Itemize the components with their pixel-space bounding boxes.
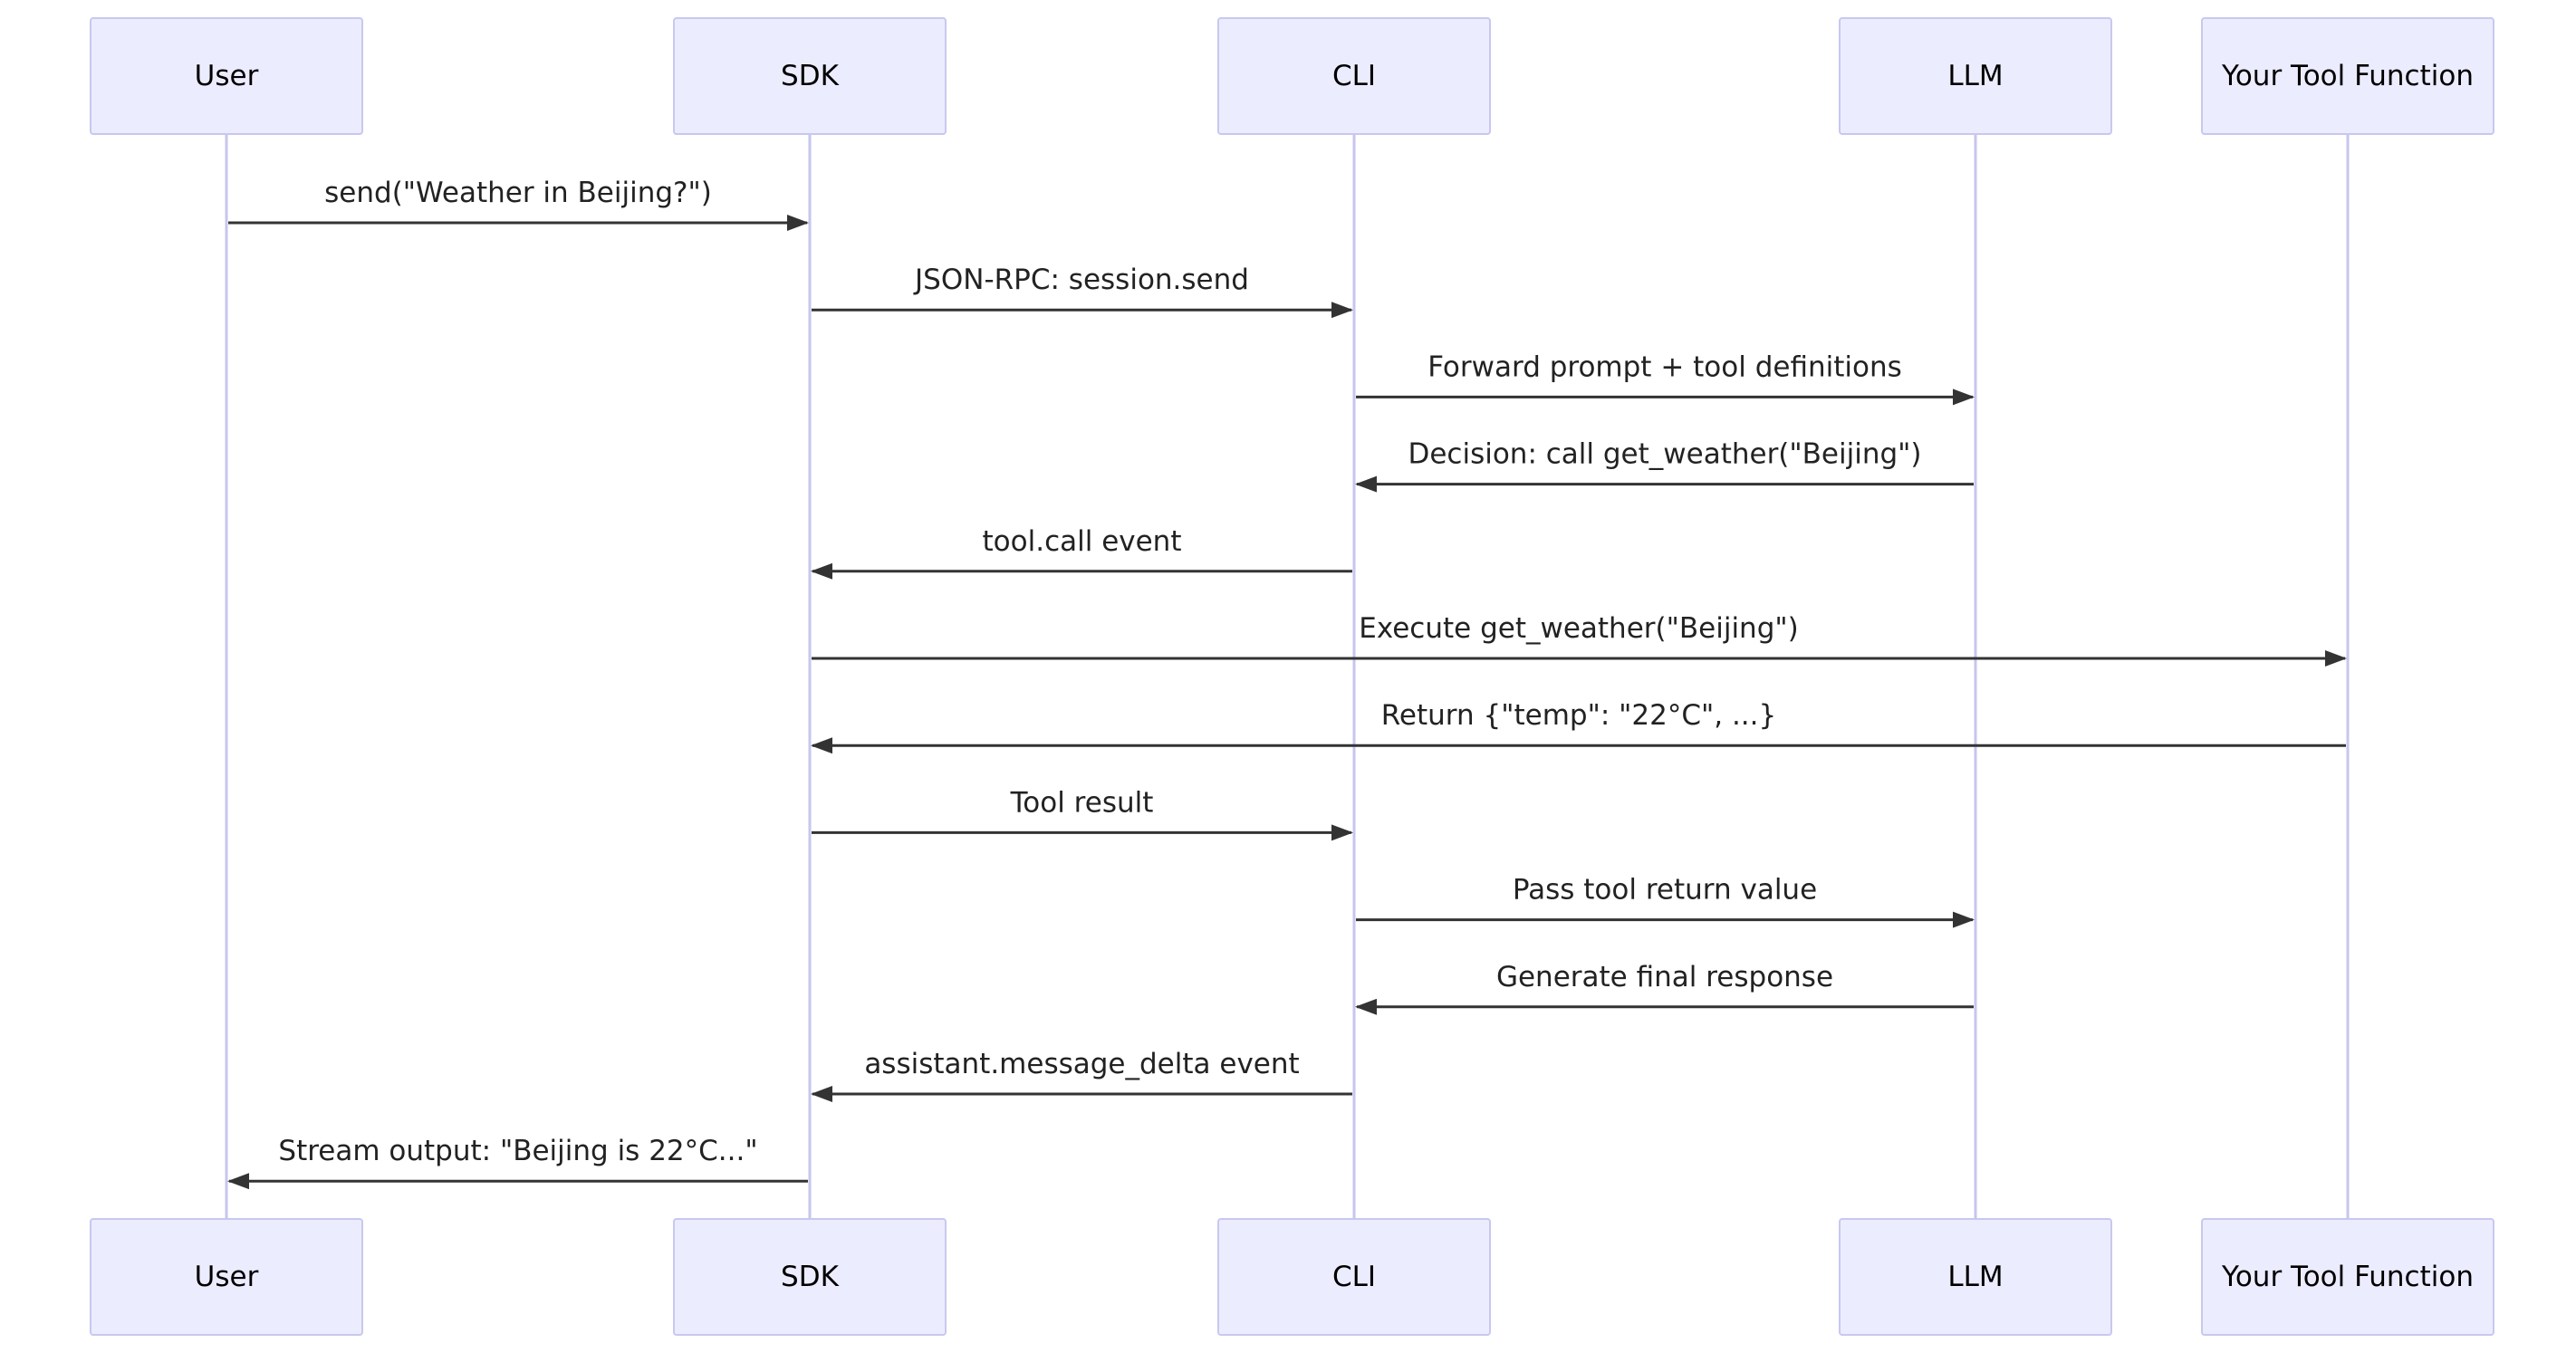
messages: send("Weather in Beijing?") JSON-RPC: ses… [227,177,2347,1190]
actor-box [1217,1218,1491,1336]
message-label: send("Weather in Beijing?") [324,177,712,209]
actor-label: LLM [1947,60,2003,92]
actor-sdk-bottom: SDK [673,1218,947,1336]
actor-cli-bottom: CLI [1217,1218,1491,1336]
message-1: send("Weather in Beijing?") [228,177,809,231]
message-label: JSON-RPC: session.send [913,264,1249,296]
message-11: assistant.message_delta event [811,1048,1352,1102]
actor-user-top: User [90,17,363,135]
message-8: Tool result [812,786,1353,841]
message-label: Tool result [1010,786,1154,819]
actor-box [90,17,363,135]
actor-box [2201,1218,2494,1336]
actors-top: User SDK CLI LLM Your Tool Function [90,17,2494,135]
actor-label: Your Tool Function [2221,1261,2474,1293]
actor-box [1217,17,1491,135]
actor-box [673,17,947,135]
actor-llm-top: LLM [1839,17,2112,135]
message-label: Generate final response [1496,961,1833,993]
actor-label: LLM [1947,1261,2003,1293]
actor-label: User [195,1261,259,1293]
message-12: Stream output: "Beijing is 22°C..." [227,1135,808,1190]
message-label: Pass tool return value [1513,874,1817,907]
actor-tool-bottom: Your Tool Function [2201,1218,2494,1336]
actor-box [1839,1218,2112,1336]
message-9: Pass tool return value [1356,874,1975,928]
message-label: Execute get_weather("Beijing") [1359,612,1798,645]
message-5: tool.call event [811,525,1352,580]
message-label: tool.call event [983,525,1182,558]
message-6: Execute get_weather("Beijing") [812,612,2347,667]
message-7: Return {"temp": "22°C", ...} [811,699,2346,754]
message-4: Decision: call get_weather("Beijing") [1355,438,1974,493]
actor-label: User [195,60,259,92]
message-2: JSON-RPC: session.send [812,264,1353,319]
actor-tool-top: Your Tool Function [2201,17,2494,135]
actor-label: SDK [781,1261,840,1293]
actor-box [90,1218,363,1336]
message-10: Generate final response [1355,961,1974,1015]
actor-sdk-top: SDK [673,17,947,135]
actor-box [673,1218,947,1336]
message-label: Return {"temp": "22°C", ...} [1381,699,1776,732]
actor-box [2201,17,2494,135]
message-3: Forward prompt + tool definitions [1356,350,1975,406]
actor-label: CLI [1332,60,1376,92]
message-label: Forward prompt + tool definitions [1427,350,1902,383]
message-label: Decision: call get_weather("Beijing") [1408,438,1921,471]
actor-box [1839,17,2112,135]
actor-label: CLI [1332,1261,1376,1293]
lifelines [225,134,2350,1219]
message-label: Stream output: "Beijing is 22°C..." [278,1135,757,1167]
actors-bottom: User SDK CLI LLM Your Tool Function [90,1218,2494,1336]
actor-label: SDK [781,60,840,92]
actor-cli-top: CLI [1217,17,1491,135]
actor-llm-bottom: LLM [1839,1218,2112,1336]
actor-user-bottom: User [90,1218,363,1336]
actor-label: Your Tool Function [2221,60,2474,92]
message-label: assistant.message_delta event [864,1048,1299,1080]
